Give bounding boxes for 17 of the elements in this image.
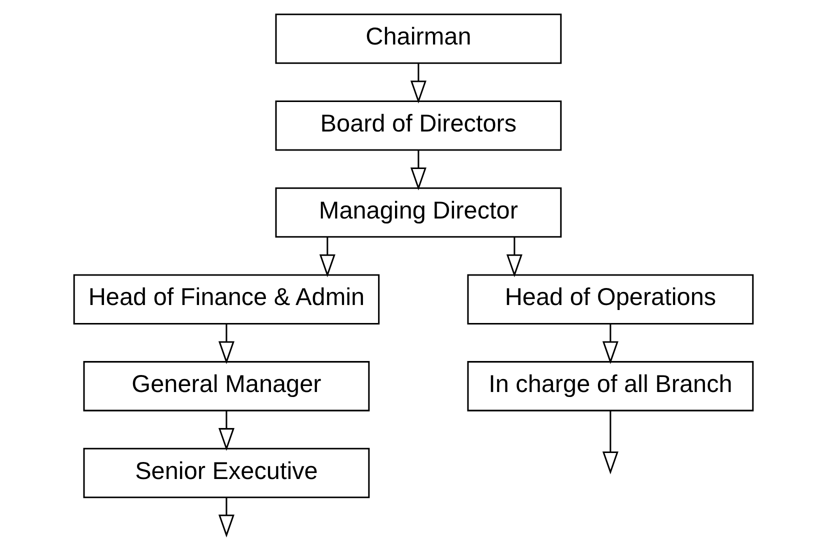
arrow — [506, 237, 522, 278]
arrow — [602, 410, 618, 474]
arrow — [218, 410, 234, 451]
node-box: Senior Executive — [83, 448, 370, 498]
arrow — [319, 237, 336, 278]
node-box: Board of Directors — [275, 100, 562, 151]
arrow — [218, 498, 234, 538]
node-box: In charge of all Branch — [467, 361, 754, 412]
arrow — [602, 324, 618, 364]
node-box: Head of Operations — [467, 274, 754, 324]
arrow — [410, 63, 426, 104]
arrow — [218, 324, 234, 364]
node-box: Chairman — [275, 14, 562, 64]
arrow — [410, 150, 426, 190]
node-box: Head of Finance & Admin — [73, 274, 380, 324]
node-box: General Manager — [83, 361, 370, 412]
node-box: Managing Director — [275, 187, 562, 238]
